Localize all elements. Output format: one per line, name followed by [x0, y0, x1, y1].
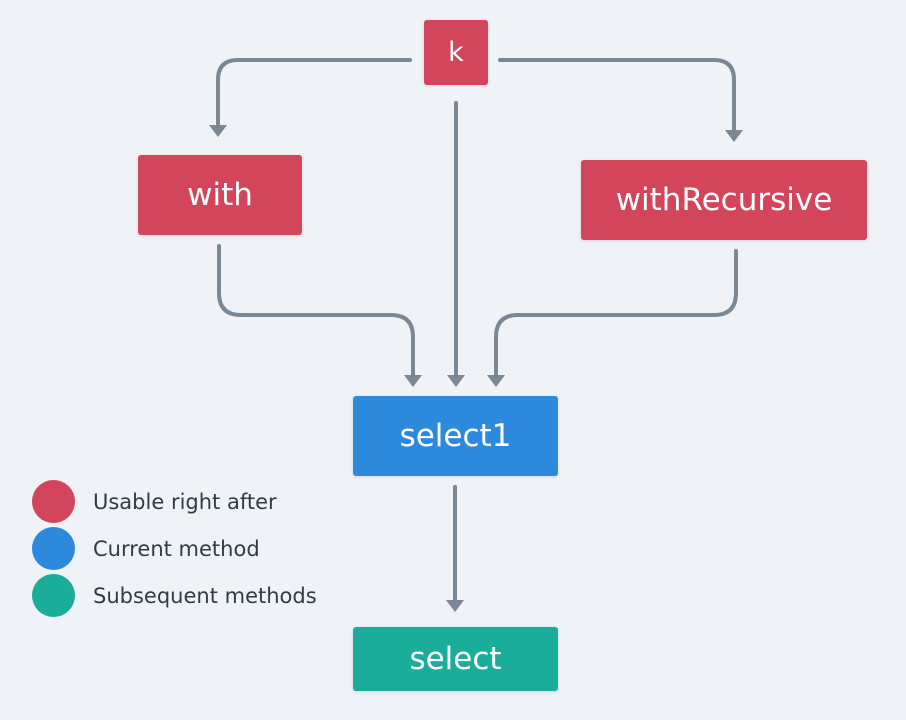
legend: Usable right after Current method Subseq…: [32, 478, 317, 619]
legend-dot-subsequent: [32, 574, 75, 617]
legend-label-usable: Usable right after: [93, 489, 277, 514]
arrowhead-withRecursive-to-select1: [487, 375, 505, 387]
arrowhead-k-to-select1: [447, 375, 465, 387]
node-select: select: [353, 627, 558, 691]
node-withRecursive: withRecursive: [581, 160, 867, 240]
node-with: with: [138, 155, 302, 235]
node-select1: select1: [353, 396, 558, 476]
node-withRecursive-label: withRecursive: [615, 182, 833, 218]
arrowhead-k-to-withRecursive: [725, 130, 743, 142]
legend-label-current: Current method: [93, 536, 260, 561]
node-select-label: select: [409, 641, 502, 677]
legend-item-usable: Usable right after: [32, 478, 317, 525]
legend-dot-usable: [32, 480, 75, 523]
legend-item-subsequent: Subsequent methods: [32, 572, 317, 619]
legend-item-current: Current method: [32, 525, 317, 572]
edge-k-to-withRecursive: [498, 58, 736, 133]
node-k: k: [424, 20, 488, 85]
node-select1-label: select1: [399, 418, 512, 454]
node-k-label: k: [448, 37, 464, 68]
edge-k-to-with: [216, 58, 412, 128]
edge-withRecursive-to-select1: [494, 249, 738, 378]
edge-with-to-select1: [217, 244, 415, 378]
arrowhead-select1-to-select: [446, 600, 464, 612]
node-with-label: with: [187, 177, 253, 213]
legend-dot-current: [32, 527, 75, 570]
legend-label-subsequent: Subsequent methods: [93, 583, 317, 608]
arrowhead-with-to-select1: [404, 375, 422, 387]
arrowhead-k-to-with: [209, 125, 227, 137]
